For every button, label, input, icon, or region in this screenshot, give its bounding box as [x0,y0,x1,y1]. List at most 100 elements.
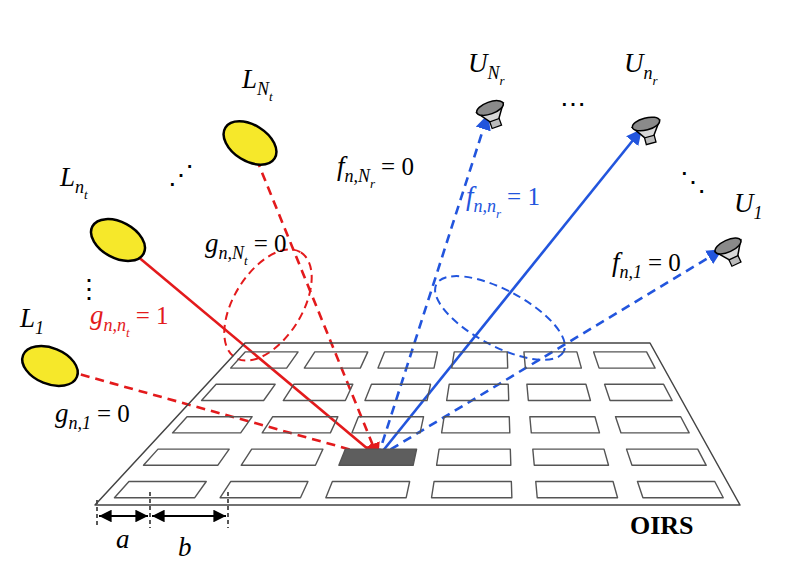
value: = 0 [97,400,130,427]
symbol-name: f [612,247,620,277]
reflecting-element [202,384,276,400]
symbol-name: L [60,162,75,192]
subscript: N [257,79,269,99]
subscript: n,N [219,243,245,263]
subscript: N [488,63,500,83]
reflecting-element [452,352,508,368]
subscript: 1 [754,203,763,223]
node-label: Unr [624,50,658,87]
led-source: LNt [208,60,292,172]
user-receiver: U1 [698,186,784,266]
photodetector-icon [475,98,510,132]
user-receiver: Unr [614,46,686,144]
reflecting-element [231,352,298,368]
dimension-arrow [152,515,226,517]
oirs-surface: OIRS [90,335,750,555]
node-label: U1 [734,190,763,222]
symbol-name: g [55,398,69,428]
light-ray [256,159,377,457]
symbol-name: f [337,151,345,181]
reflecting-element [437,449,511,465]
reflecting-element [262,417,338,433]
ellipsis: ⋰ [168,163,194,189]
reflecting-element [143,449,229,465]
gain-label: gn,Nt= 0 [205,230,287,267]
light-ray [378,130,641,457]
light-ray [378,250,721,457]
value: = 0 [648,249,681,276]
reflecting-element [339,449,417,465]
node-label: OIRS [630,513,694,539]
light-ray [378,116,488,458]
symbol-name: U [468,48,488,78]
subscript: t [269,89,273,104]
symbol-name: U [734,188,754,218]
subscript: ⋰ [168,161,194,190]
reflecting-element [283,384,353,400]
gain-label: fn,1= 0 [612,249,681,281]
reflecting-element [447,384,509,400]
dimension-arrow [99,515,148,517]
blue-beam-cone [423,259,576,376]
light-ray [66,371,377,458]
reflecting-element [442,417,510,433]
subscript: ⋮ [76,275,102,304]
reflecting-element [605,384,673,400]
dimension-label: a [116,526,130,553]
reflecting-element [524,352,581,368]
value: = 0 [254,230,287,257]
reflecting-element [241,449,323,465]
gain-label: fn,Nr= 0 [337,153,414,190]
led-ellipse [216,112,284,173]
subscript: t [84,187,88,202]
symbol-name: L [20,303,35,333]
symbol-name: b [178,532,192,562]
subscript: ⋱ [680,168,706,197]
reflecting-element [220,482,308,498]
led-ellipse [16,338,83,393]
reflecting-element [378,352,437,368]
reflecting-element [533,449,609,465]
subscript: n,n [104,315,127,335]
led-source: L1 [10,300,90,395]
photodetector-icon [631,115,665,147]
reflecting-element [304,352,367,368]
subscript: n,1 [69,413,92,433]
symbol-name: L [242,64,257,94]
node-label: L1 [20,305,44,337]
reflecting-element [536,482,618,498]
symbol-name: OIRS [630,511,694,540]
reflecting-element [352,417,424,433]
reflecting-element [173,417,253,433]
photodetector-icon [713,235,749,270]
value: = 0 [381,153,414,180]
symbol-name: U [624,48,644,78]
user-receiver: UNr [458,46,530,128]
led-source: Lnt [55,158,155,270]
reflecting-element [626,449,706,465]
subscript: r [496,206,501,221]
symbol-name: a [116,524,130,554]
symbol-name: g [90,300,104,330]
reflecting-element [326,482,410,498]
node-label: LNt [242,66,273,103]
subscript: t [126,325,130,340]
led-ellipse [84,210,152,269]
subscript: r [370,176,375,191]
reflecting-element [114,482,206,498]
subscript: n [644,63,653,83]
value: = 1 [136,302,169,329]
reflecting-element [616,417,690,433]
node-label: Lnt [60,164,88,201]
reflecting-element [432,482,512,498]
reflecting-element [530,417,600,433]
gain-label: gn,nt = 1 [90,302,168,339]
reflecting-element [637,482,723,498]
subscript: r [653,73,658,88]
symbol-name: g [205,228,219,258]
surface-outline [95,343,740,505]
ellipsis: ⋯ [560,92,586,118]
subscript: n,n [474,196,497,216]
